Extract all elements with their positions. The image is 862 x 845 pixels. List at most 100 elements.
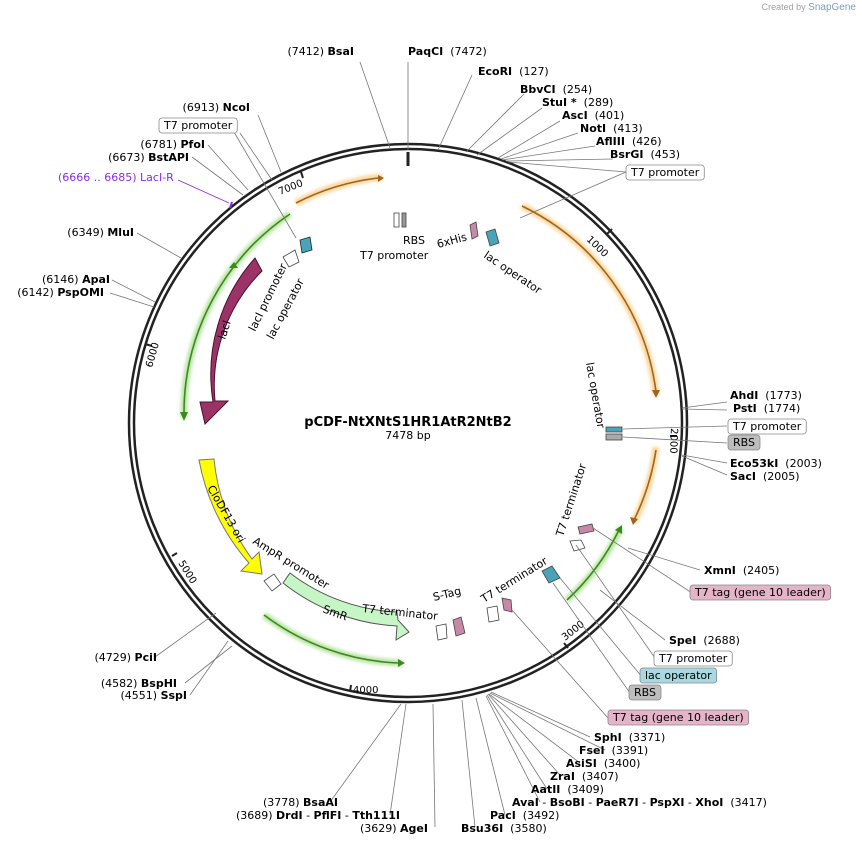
t7-tag-mid-shape — [501, 597, 513, 613]
enzyme-label-NotI: NotI (413) — [580, 122, 643, 135]
arc-green-bottom-arrowhead — [398, 659, 405, 667]
enzyme-part: BstAPI — [148, 151, 189, 164]
t7-terminator-mid-label: T7 terminator — [478, 554, 550, 606]
enzyme-part: (7412) — [287, 45, 327, 58]
enzyme-part: BsrGI — [610, 148, 643, 161]
enzyme-part: (4582) — [101, 677, 141, 690]
feature-box-t7-promoter-top[interactable]: T7 promoter — [625, 164, 705, 181]
lacI-feature: lacI — [199, 257, 263, 425]
t7-promoter-top-label: T7 promoter — [359, 249, 429, 262]
enzyme-label-SphI: SphI (3371) — [594, 731, 665, 744]
lacI-arrow — [199, 257, 263, 425]
enzyme-part: (6781) — [140, 138, 180, 151]
feature-box-label: T7 promoter — [658, 652, 728, 665]
arc-green-bottom — [263, 614, 399, 664]
lac-operator-top-label: lac operator — [481, 249, 544, 297]
enzyme-part: (2003) — [778, 457, 822, 470]
feature-box-t7-tag-right[interactable]: T7 tag (gene 10 leader) — [689, 584, 832, 601]
feature-box-label: RBS — [733, 436, 755, 449]
enzyme-part: AscI — [562, 109, 588, 122]
tick-2000: 2000 — [667, 428, 679, 454]
enzyme-label-AgeI: (3629) AgeI — [360, 822, 428, 835]
feature-box-rbs-right[interactable]: RBS — [727, 434, 761, 451]
enzyme-part: (3371) — [622, 731, 666, 744]
enzyme-part: (3689) — [236, 809, 276, 822]
enzyme-label-BspHI: (4582) BspHI — [101, 677, 177, 690]
his6-label: 6xHis — [435, 230, 468, 251]
enzyme-label-AflIII: AflIII (426) — [596, 135, 662, 148]
arc-green-right — [566, 529, 620, 601]
arc-right-lower — [633, 449, 657, 521]
feature-box-lac-operator[interactable]: lac operator — [639, 667, 718, 684]
enzyme-part: (127) — [512, 65, 549, 78]
enzyme-label-AscI: AscI (401) — [562, 109, 624, 122]
enzyme-leaders — [109, 61, 728, 828]
t7-tag-right-shape — [577, 523, 595, 535]
snapgene-credit: Created by SnapGene — [762, 2, 856, 13]
enzyme-part: NcoI — [223, 101, 250, 114]
lacI-R-primer-label: (6666 .. 6685) LacI-R — [58, 171, 174, 184]
feature-box-label: RBS — [634, 686, 656, 699]
arc-glow-green-right — [564, 526, 625, 603]
feature-box-frame — [689, 584, 832, 601]
lacI-R-primer-marker — [229, 201, 233, 209]
lacI-R-primer-leader — [177, 179, 230, 204]
enzyme-part: PaqCI — [408, 45, 443, 58]
enzyme-part: (6673) — [108, 151, 148, 164]
enzyme-label-BbvCI: BbvCI (254) — [520, 83, 592, 96]
enzyme-part: ApaI — [82, 273, 110, 286]
feature-box-frame — [158, 117, 238, 134]
enzyme-label-ApaI: (6146) ApaI — [42, 273, 110, 286]
enzyme-label-AvaI-group: AvaI - BsoBI - PaeR7I - PspXI - XhoI (34… — [512, 796, 767, 809]
feature-arcs — [180, 173, 660, 667]
enzyme-part: EcoRI — [478, 65, 512, 78]
enzyme-part: PciI — [135, 651, 157, 664]
enzyme-part: (3407) — [575, 770, 619, 783]
enzyme-part: Tth111I — [352, 809, 400, 822]
enzyme-part: (1773) — [758, 389, 802, 402]
enzyme-part: (3629) — [360, 822, 400, 835]
feature-box-frame — [639, 667, 718, 684]
enzyme-part: BbvCI — [520, 83, 556, 96]
tick-4000: 4000 — [349, 684, 378, 696]
enzyme-part: PspXI — [650, 796, 685, 809]
feature-box-label: lac operator — [645, 669, 712, 682]
feature-box-t7-promoter-bottom[interactable]: T7 promoter — [653, 650, 733, 667]
enzyme-part: (7472) — [443, 45, 487, 58]
enzyme-part: (3778) — [263, 796, 303, 809]
enzyme-part: - — [341, 809, 352, 822]
enzyme-part: BsaI — [328, 45, 354, 58]
enzyme-part: (6146) — [42, 273, 82, 286]
enzyme-part: BspHI — [141, 677, 177, 690]
feature-box-t7-tag-bottom[interactable]: T7 tag (gene 10 leader) — [607, 709, 750, 726]
arc-glow-right-lower — [630, 446, 660, 524]
plasmid-size: 7478 bp — [385, 429, 430, 442]
enzyme-part: - — [585, 796, 596, 809]
enzyme-part: PfoI — [181, 138, 206, 151]
enzyme-part: - — [539, 796, 550, 809]
enzyme-label-DrdI-group: (3689) DrdI - PflFI - Tth111I — [236, 809, 400, 822]
feature-box-label: T7 tag (gene 10 leader) — [612, 711, 744, 724]
t7-terminator-bottom-shape — [435, 623, 448, 641]
enzyme-part: SspI — [161, 689, 187, 702]
enzyme-part: (453) — [643, 148, 680, 161]
arc-glow-top — [294, 173, 383, 207]
feature-box-label: T7 promoter — [630, 166, 700, 179]
tick-label-2000: 2000 — [667, 428, 679, 454]
enzyme-part: (3492) — [516, 809, 560, 822]
feature-box-t7-promoter-left[interactable]: T7 promoter — [158, 117, 238, 134]
rbs-top-label: RBS — [403, 234, 425, 247]
enzyme-label-FseI: FseI (3391) — [579, 744, 648, 757]
enzyme-part: Eco53kI — [730, 457, 778, 470]
t7-terminator-right-shape — [569, 539, 586, 552]
small-features — [263, 212, 623, 641]
enzyme-part: StuI * — [542, 96, 577, 109]
arc-right-lower-arrowhead — [630, 517, 638, 525]
enzyme-label-BsaI: (7412) BsaI — [287, 45, 354, 58]
enzyme-part: ZraI — [550, 770, 575, 783]
feature-boxes: T7 promoter T7 promoter T7 promoter RBS … — [158, 117, 832, 726]
arc-right-arrowhead — [652, 390, 660, 398]
feature-box-t7-promoter-right[interactable]: T7 promoter — [727, 418, 807, 435]
feature-box-rbs-bottom[interactable]: RBS — [628, 684, 662, 701]
